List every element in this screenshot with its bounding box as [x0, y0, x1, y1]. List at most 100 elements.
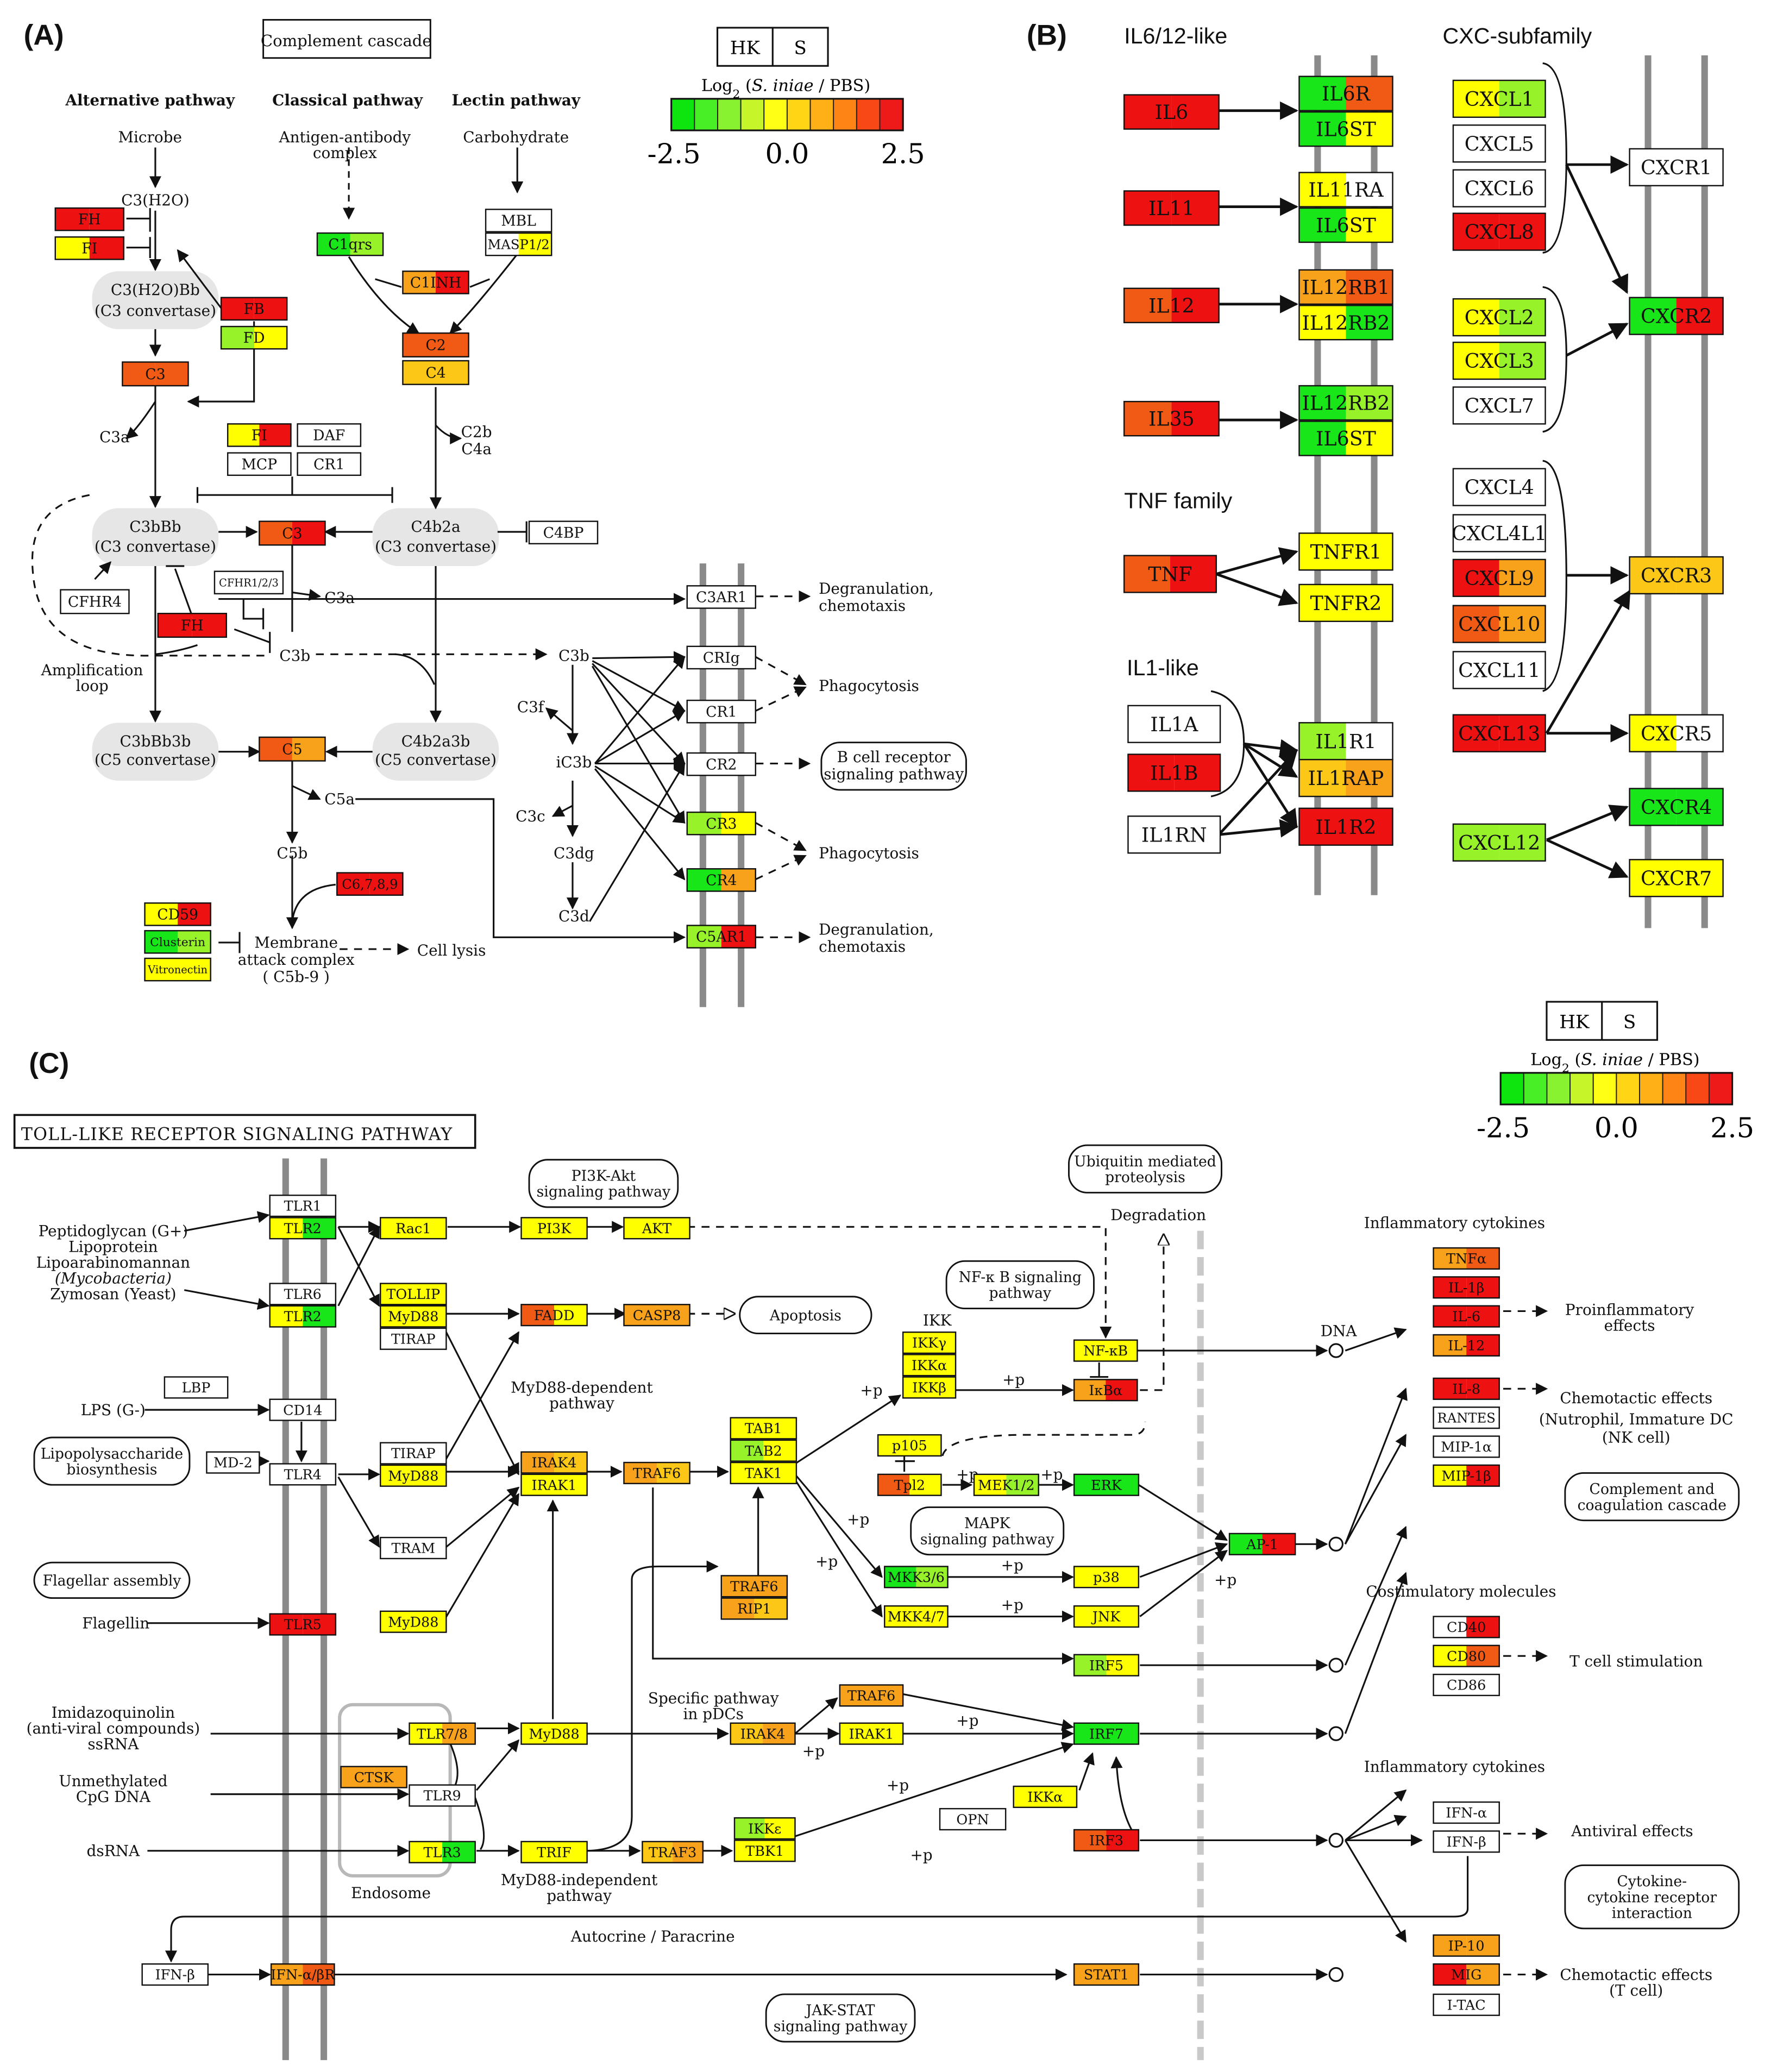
label-c3h2o: C3(H2O): [121, 191, 190, 209]
gene-b-cxcl13: CXCL13: [1452, 714, 1546, 752]
gene-c-cd40: CD40: [1433, 1616, 1500, 1638]
gene-c-tirap-1: TIRAP: [380, 1327, 447, 1350]
gene-b-il1a: IL1A: [1127, 705, 1221, 743]
svg-text:CD59: CD59: [157, 906, 198, 923]
label-amp-2: loop: [76, 677, 108, 695]
svg-text:IL1R2: IL1R2: [1315, 815, 1376, 839]
gene-c-myd88-2: MyD88: [380, 1464, 447, 1487]
svg-text:CR4: CR4: [706, 872, 737, 889]
gene-c-tlr3: TLR3: [409, 1841, 476, 1863]
gene-b-cxcl7: CXCL7: [1452, 386, 1546, 425]
label-pg-4: (Mycobacteria): [55, 1270, 172, 1288]
gene-b-il1b: IL1B: [1127, 754, 1221, 792]
gene-c-tlr4: TLR4: [269, 1463, 337, 1486]
svg-text:TLR4: TLR4: [284, 1466, 322, 1483]
svg-text:CD40: CD40: [1447, 1619, 1486, 1635]
gene-c-fadd: FADD: [520, 1304, 588, 1327]
gene-b-cxcl2: CXCL2: [1452, 298, 1546, 337]
svg-text:TAK1: TAK1: [745, 1465, 782, 1481]
gene-a-c5: C5: [259, 736, 326, 762]
gene-b-cxcl11: CXCL11: [1452, 651, 1546, 689]
label-phago2: Phagocytosis: [819, 844, 919, 862]
svg-text:IRF5: IRF5: [1089, 1657, 1123, 1673]
label-c5a: C5a: [324, 790, 355, 808]
label-mac-3: ( C5b-9 ): [262, 968, 329, 986]
svg-text:IL6ST: IL6ST: [1316, 427, 1376, 450]
svg-text:MEK1/2: MEK1/2: [978, 1477, 1035, 1493]
gene-b-il12rb1: IL12RB1: [1298, 269, 1393, 305]
gene-c-il8: IL-8: [1433, 1377, 1500, 1400]
node-c3bbb-1: C3bBb: [129, 518, 181, 536]
gene-c-rip1: RIP1: [720, 1597, 788, 1620]
svg-text:Clusterin: Clusterin: [150, 936, 205, 950]
svg-text:C1qrs: C1qrs: [328, 236, 372, 253]
svg-text:TRAF6: TRAF6: [730, 1578, 778, 1594]
label-amp-1: Amplification: [41, 661, 143, 679]
gene-c-ikka: IKKα: [902, 1354, 957, 1377]
svg-text:PI3K-Akt: PI3K-Akt: [572, 1168, 636, 1185]
gene-a-c6789: C6,7,8,9: [336, 872, 404, 896]
gene-b-il35: IL35: [1123, 400, 1220, 437]
gene-a-fi1: FI: [54, 236, 124, 260]
svg-text:TLR1: TLR1: [284, 1198, 322, 1214]
svg-text:CXCL7: CXCL7: [1465, 394, 1534, 417]
svg-text:TLR3: TLR3: [424, 1844, 461, 1860]
gene-c-tram: TRAM: [380, 1536, 447, 1560]
gene-a-cr2: CR2: [686, 752, 756, 776]
plusp-11: +p: [802, 1742, 825, 1760]
svg-text:Cytokine-: Cytokine-: [1617, 1873, 1687, 1890]
svg-text:IL-6: IL-6: [1452, 1308, 1480, 1324]
label-proinfl-2: effects: [1604, 1317, 1655, 1335]
svg-text:Tpl2: Tpl2: [894, 1477, 925, 1493]
gene-c-irf5: IRF5: [1073, 1654, 1140, 1677]
svg-text:IκBα: IκBα: [1089, 1382, 1122, 1398]
svg-text:C5: C5: [282, 741, 302, 758]
plusp-1: +p: [860, 1381, 882, 1399]
svg-text:FI: FI: [81, 240, 97, 257]
gene-c-cd14: CD14: [269, 1398, 337, 1421]
gene-c-ifnb: IFN-β: [1433, 1830, 1500, 1853]
gene-b-cxcl6: CXCL6: [1452, 169, 1546, 208]
gene-c-il12: IL-12: [1433, 1334, 1500, 1357]
node-c3bbb3b-1: C3bBb3b: [120, 732, 191, 750]
node-c4b2a-2: (C3 convertase): [375, 537, 497, 555]
label-pg-2: Lipoprotein: [68, 1238, 158, 1255]
gene-c-ctsk: CTSK: [340, 1766, 407, 1788]
gene-c-cd86: CD86: [1433, 1673, 1500, 1697]
label-cpg-2: CpG DNA: [76, 1788, 151, 1806]
group-il1: IL1-like: [1127, 655, 1199, 680]
svg-text:IL-12: IL-12: [1448, 1338, 1485, 1354]
svg-text:CASP8: CASP8: [633, 1307, 681, 1323]
label-mac-1: Membrane: [254, 934, 338, 952]
gene-c-mip1b: MIP-1β: [1433, 1464, 1500, 1487]
label-chemo1-2: (Nutrophil, Immature DC: [1539, 1410, 1734, 1428]
label-antiviral: Antiviral effects: [1571, 1822, 1693, 1840]
label-autocrine: Autocrine / Paracrine: [570, 1927, 735, 1945]
gene-a-fh2: FH: [157, 613, 227, 638]
label-chemo2-2: (T cell): [1609, 1981, 1663, 1999]
svg-text:signaling pathway: signaling pathway: [774, 2018, 908, 2035]
svg-text:IRF7: IRF7: [1089, 1725, 1123, 1742]
svg-text:MIG: MIG: [1451, 1967, 1481, 1983]
label-specific-1: Specific pathway: [648, 1689, 779, 1707]
svg-text:CD80: CD80: [1447, 1648, 1486, 1664]
header-alternative: Alternative pathway: [65, 91, 235, 109]
label-chemo1-1: Chemotactic effects: [1560, 1389, 1712, 1407]
label-ag-1: Antigen-antibody: [278, 128, 411, 146]
gene-a-mbl: MBL: [485, 209, 552, 233]
gene-c-il1b: IL-1β: [1433, 1276, 1500, 1299]
svg-text:CFHR1/2/3: CFHR1/2/3: [219, 576, 279, 589]
svg-text:NF-κ B signaling: NF-κ B signaling: [959, 1269, 1082, 1286]
label-c3b-2: C3b: [558, 646, 589, 664]
gene-a-c3ar1: C3AR1: [686, 585, 756, 609]
gene-c-mig: MIG: [1433, 1963, 1500, 1986]
node-c4b2a-1: C4b2a: [411, 518, 460, 536]
gene-a-cr4: CR4: [686, 868, 756, 892]
gene-b-tnfr2: TNFR2: [1298, 583, 1393, 622]
gene-a-fh1: FH: [54, 207, 124, 231]
svg-text:JAK-STAT: JAK-STAT: [805, 2002, 875, 2019]
legend-title: Log2 (S. iniae / PBS): [701, 76, 870, 101]
